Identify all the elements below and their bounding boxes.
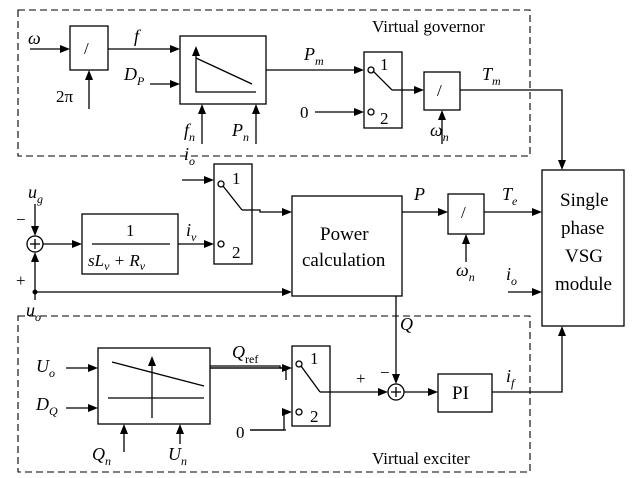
io-label-switch: io — [184, 144, 195, 168]
single-phase-vsg-module — [541, 169, 625, 327]
power-calculation-block — [291, 195, 403, 297]
qref-label: Qref — [232, 342, 258, 366]
two-pi-label: 2π — [56, 87, 74, 106]
virtual-governor-region — [17, 9, 531, 157]
svg-text:2: 2 — [380, 109, 389, 128]
divide-block-3 — [447, 193, 485, 235]
svg-text:VSG: VSG — [565, 246, 603, 267]
if-label: if — [506, 366, 516, 390]
io-label-vsg: io — [506, 264, 517, 288]
virtual-exciter-label: Virtual exciter — [372, 449, 470, 468]
svg-text:PI: PI — [452, 383, 469, 404]
svg-text:sLv + Rv: sLv + Rv — [88, 251, 146, 273]
pi-controller-block — [437, 373, 493, 413]
virtual-governor-label: Virtual governor — [372, 17, 485, 36]
virtual-exciter-region — [17, 315, 531, 473]
voltage-droop-block — [97, 347, 211, 425]
pn-label: Pn — [231, 120, 249, 144]
omega-n-label-1: ωn — [430, 120, 449, 144]
svg-text:phase: phase — [561, 218, 604, 239]
omega-n-label-2: ωn — [456, 260, 475, 284]
tm-label: Tm — [482, 64, 501, 88]
svg-text:+: + — [356, 369, 366, 388]
svg-text:/: / — [437, 81, 442, 100]
zero-label-exciter: 0 — [236, 423, 245, 442]
dp-label: DP — [123, 64, 145, 88]
svg-text:−: − — [380, 363, 390, 382]
svg-text:module: module — [555, 274, 612, 295]
svg-text:/: / — [84, 39, 89, 58]
zero-label-governor: 0 — [300, 103, 309, 122]
svg-text:−: − — [16, 210, 26, 229]
uo-label-middle: uo — [26, 300, 41, 324]
svg-text:2: 2 — [232, 243, 241, 262]
te-label: Te — [502, 184, 518, 208]
pm-label: Pm — [303, 44, 324, 68]
iv-label: iv — [186, 220, 197, 244]
ug-label: ug — [28, 182, 43, 206]
dq-label: DQ — [35, 394, 58, 418]
svg-text:1: 1 — [126, 221, 135, 240]
svg-text:1: 1 — [380, 55, 389, 74]
svg-text:+: + — [16, 271, 26, 290]
un-label: Un — [168, 444, 187, 468]
svg-text:/: / — [461, 203, 466, 222]
uo-label-exciter: Uo — [36, 356, 55, 380]
qn-label: Qn — [92, 444, 111, 468]
divide-block-1 — [69, 25, 109, 71]
fn-label: fn — [184, 120, 195, 144]
p-label: P — [413, 184, 425, 204]
svg-text:2: 2 — [310, 407, 319, 426]
q-label: Q — [400, 314, 413, 334]
svg-text:1: 1 — [232, 169, 241, 188]
svg-text:calculation: calculation — [302, 250, 386, 271]
f-label: f — [134, 26, 142, 46]
divide-block-2 — [423, 71, 461, 111]
svg-text:Single: Single — [560, 190, 609, 211]
svg-text:1: 1 — [310, 349, 319, 368]
svg-text:Power: Power — [320, 224, 369, 245]
omega-label: ω — [28, 28, 41, 48]
